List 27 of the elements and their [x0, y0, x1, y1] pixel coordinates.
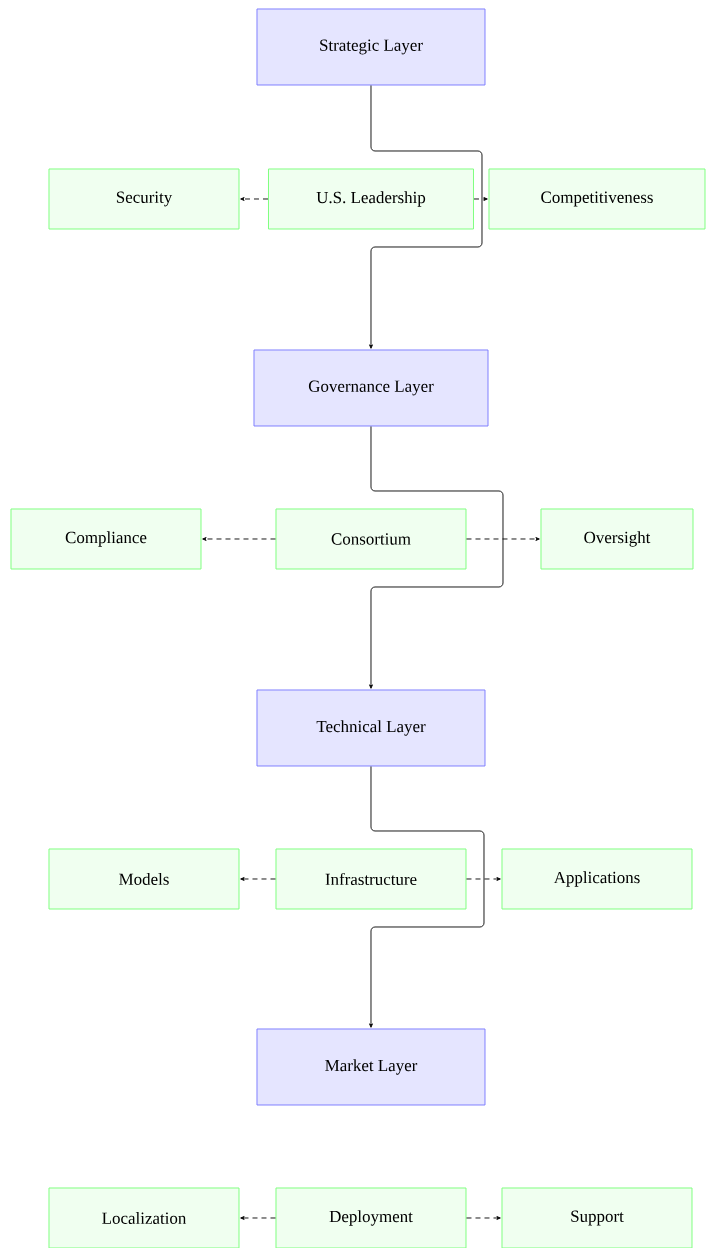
dashed-arrow: [240, 877, 276, 881]
dashed-arrow: [240, 1216, 276, 1220]
dashed-arrow: [202, 537, 276, 541]
component-box: Infrastructure: [275, 848, 467, 910]
component-box: Oversight: [540, 508, 694, 570]
arrow: [369, 766, 485, 1028]
component-box: Deployment: [275, 1187, 467, 1248]
component-box: Support: [501, 1187, 693, 1248]
layer-box: Market Layer: [256, 1028, 486, 1106]
component-box: Competitiveness: [488, 168, 706, 230]
component-box: Security: [48, 168, 240, 230]
layer-box: Governance Layer: [253, 349, 489, 427]
layer-box: Strategic Layer: [256, 8, 486, 86]
arrow: [369, 85, 483, 349]
dashed-arrow: [466, 537, 540, 541]
arrow: [369, 426, 504, 689]
component-box: Compliance: [10, 508, 202, 570]
dashed-arrow: [240, 197, 269, 201]
dashed-arrow: [466, 877, 501, 881]
component-box: Consortium: [275, 508, 467, 570]
component-box: Localization: [48, 1187, 240, 1248]
dashed-arrow: [473, 197, 488, 201]
component-box: U.S. Leadership: [268, 168, 474, 230]
component-box: Applications: [501, 848, 693, 910]
component-box: Models: [48, 848, 240, 910]
dashed-arrow: [466, 1216, 501, 1220]
layer-box: Technical Layer: [256, 689, 486, 767]
